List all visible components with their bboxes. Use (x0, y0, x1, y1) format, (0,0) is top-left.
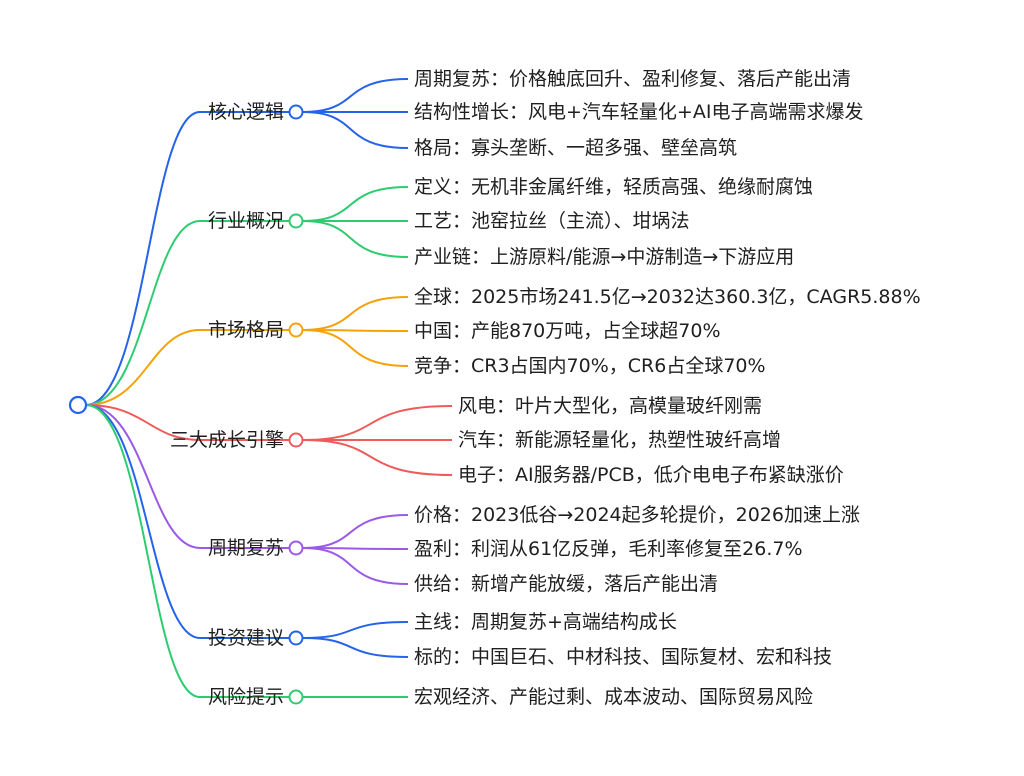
branch-connector (85, 329, 289, 406)
leaf-label[interactable]: 主线：周期复苏+高端结构成长 (414, 611, 677, 633)
branch-label[interactable]: 核心逻辑 (207, 101, 284, 123)
branch-node[interactable] (288, 540, 304, 556)
leaf-label[interactable]: 周期复苏：价格触底回升、盈利修复、落后产能出清 (414, 68, 852, 90)
branch-label[interactable]: 市场格局 (207, 319, 284, 341)
branch-node[interactable] (288, 213, 304, 229)
leaf-connector (302, 621, 409, 639)
branch-label[interactable]: 风险提示 (207, 686, 284, 708)
leaf-label[interactable]: 供给：新增产能放缓，落后产能出清 (414, 573, 719, 595)
leaf-label[interactable]: 中国：产能870万吨，占全球超70% (414, 320, 721, 342)
leaf-label[interactable]: 竞争：CR3占国内70%，CR6占全球70% (414, 355, 766, 377)
leaf-label[interactable]: 盈利：利润从61亿反弹，毛利率修复至26.7% (414, 538, 803, 560)
leaf-label[interactable]: 汽车：新能源轻量化，热塑性玻纤高增 (458, 429, 782, 451)
branch-connectors (85, 111, 289, 698)
leaf-connector (302, 405, 453, 441)
branch-connector (85, 404, 289, 549)
leaf-connector (302, 329, 409, 332)
leaf-label[interactable]: 结构性增长：风电+汽车轻量化+AI电子高端需求爆发 (414, 101, 864, 123)
branch-label[interactable]: 行业概况 (207, 210, 284, 232)
leaf-connector (302, 439, 453, 476)
leaf-label[interactable]: 电子：AI服务器/PCB，低介电电子布紧缺涨价 (458, 464, 844, 486)
branch-connector (85, 404, 289, 441)
leaf-connectors (302, 78, 453, 698)
leaf-connector (302, 547, 409, 585)
branch-connector (85, 111, 289, 406)
branch-node[interactable] (288, 322, 304, 338)
branch-node[interactable] (288, 432, 304, 448)
leaf-connector (302, 637, 409, 658)
branch-label[interactable]: 周期复苏 (207, 537, 284, 559)
leaf-label[interactable]: 价格：2023低谷→2024起多轮提价，2026加速上涨 (414, 504, 860, 526)
root-node[interactable] (68, 395, 88, 415)
branch-connector (85, 220, 289, 406)
leaf-connector (302, 186, 409, 222)
leaf-connector (302, 329, 409, 367)
branch-label[interactable]: 投资建议 (207, 627, 284, 649)
leaf-connector (302, 514, 409, 549)
branch-node[interactable] (288, 689, 304, 705)
branch-connector (85, 404, 289, 639)
node-circles (68, 104, 304, 705)
leaf-label[interactable]: 宏观经济、产能过剩、成本波动、国际贸易风险 (414, 686, 814, 708)
leaf-label[interactable]: 工艺：池窑拉丝（主流）、坩埚法 (414, 210, 690, 232)
branch-node[interactable] (288, 630, 304, 646)
branch-label[interactable]: 三大成长引擎 (169, 429, 284, 451)
leaf-label[interactable]: 标的：中国巨石、中材科技、国际复材、宏和科技 (414, 646, 833, 668)
branch-connector (85, 404, 289, 698)
leaf-connector (302, 220, 409, 258)
leaf-connector (302, 296, 409, 331)
leaf-connector (302, 111, 409, 149)
leaf-connector (302, 78, 409, 113)
leaf-label[interactable]: 风电：叶片大型化，高模量玻纤刚需 (458, 395, 763, 417)
leaf-label[interactable]: 格局：寡头垄断、一超多强、壁垒高筑 (414, 137, 738, 159)
leaf-label[interactable]: 定义：无机非金属纤维，轻质高强、绝缘耐腐蚀 (414, 176, 814, 198)
branch-node[interactable] (288, 104, 304, 120)
leaf-label[interactable]: 全球：2025市场241.5亿→2032达360.3亿，CAGR5.88% (414, 286, 921, 308)
leaf-connector (302, 547, 409, 550)
leaf-label[interactable]: 产业链：上游原料/能源→中游制造→下游应用 (414, 246, 795, 268)
